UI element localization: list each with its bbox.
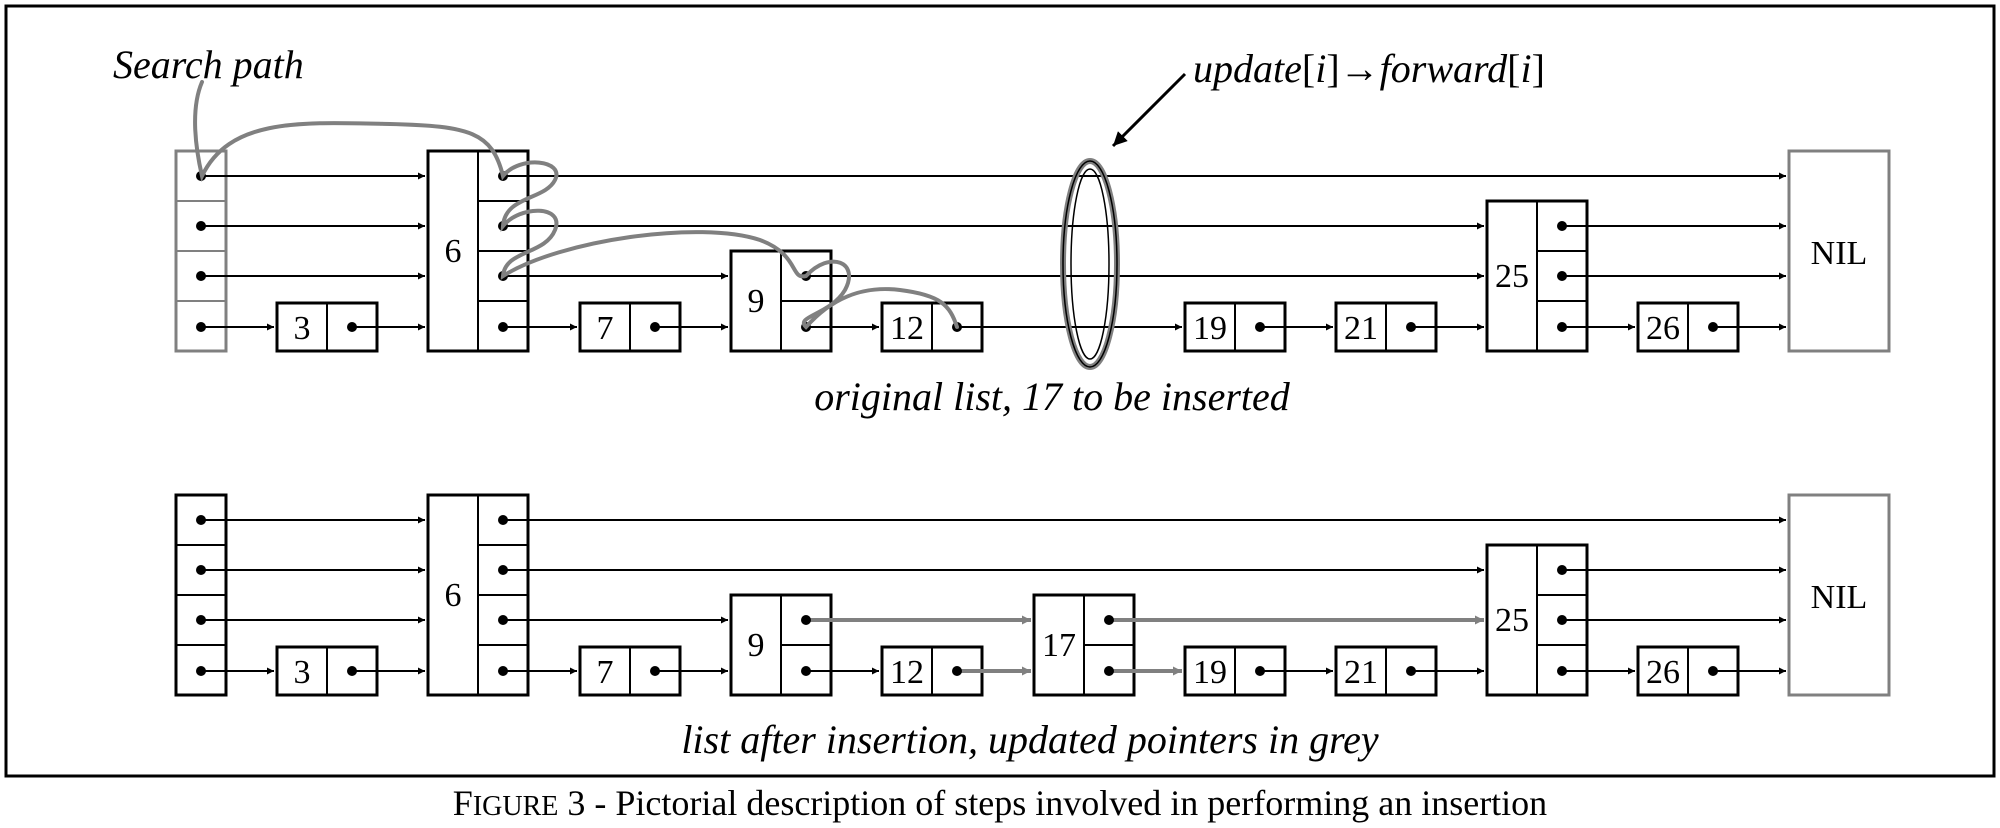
top-node-3-key: 3: [294, 310, 311, 347]
bottom-node-21: 21: [1334, 645, 1438, 697]
bottom-node-26-key: 26: [1646, 654, 1680, 691]
bottom-list-caption: list after insertion, updated pointers i…: [681, 717, 1379, 762]
bottom-header-node: [174, 493, 228, 697]
bottom-node-21-key: 21: [1344, 654, 1378, 691]
bottom-node-17: 17: [1032, 593, 1136, 697]
bottom-nil-label: NIL: [1811, 579, 1868, 616]
top-node-21-key: 21: [1344, 310, 1378, 347]
top-header-node: [174, 149, 228, 353]
top-node-9-key: 9: [748, 283, 765, 320]
top-node-12-key: 12: [890, 310, 924, 347]
bottom-node-26: 26: [1636, 645, 1740, 697]
bottom-node-25-key: 25: [1495, 602, 1529, 639]
top-nil-label: NIL: [1811, 235, 1868, 272]
top-list-caption: original list, 17 to be inserted: [814, 374, 1291, 419]
top-node-9: 9: [729, 249, 833, 353]
bottom-node-6-key: 6: [445, 577, 462, 614]
bottom-nil-node: NIL: [1787, 493, 1891, 697]
top-node-25: 25: [1485, 199, 1589, 353]
figure-caption: FIGURE 3 - Pictorial description of step…: [453, 783, 1547, 823]
top-node-25-key: 25: [1495, 258, 1529, 295]
updated-pointers-grey: [806, 615, 1484, 676]
bottom-node-6: 6: [426, 493, 530, 697]
bottom-node-19-key: 19: [1193, 654, 1227, 691]
top-node-26-key: 26: [1646, 310, 1680, 347]
bottom-pointer-dots: [196, 515, 1718, 676]
top-forward-pointers: [201, 172, 1786, 331]
top-pointer-dots: [196, 171, 1718, 332]
bottom-list: 3 6 7 9 12: [174, 493, 1891, 762]
search-path-curve: [193, 80, 959, 330]
figure-border: [4, 4, 1996, 778]
bottom-node-9-key: 9: [748, 627, 765, 664]
top-nil-node: NIL: [1787, 149, 1891, 353]
bottom-forward-pointers: [201, 516, 1786, 675]
bottom-node-17-key: 17: [1042, 627, 1076, 664]
top-node-7-key: 7: [597, 310, 614, 347]
top-list: 3 6 7 9 12: [113, 42, 1891, 419]
bottom-node-3-key: 3: [294, 654, 311, 691]
bottom-node-12-key: 12: [890, 654, 924, 691]
top-node-19-key: 19: [1193, 310, 1227, 347]
top-node-19: 19: [1183, 301, 1287, 353]
update-callout-arrow: [1111, 72, 1187, 148]
bottom-node-7-key: 7: [597, 654, 614, 691]
top-node-21: 21: [1334, 301, 1438, 353]
update-forward-label: update[i]→forward[i]: [1193, 46, 1545, 91]
search-path-label: Search path: [113, 42, 304, 87]
update-pointers-ellipse: [1060, 158, 1120, 370]
bottom-node-9: 9: [729, 593, 833, 697]
top-node-6-key: 6: [445, 233, 462, 270]
top-node-6: 6: [426, 149, 530, 353]
